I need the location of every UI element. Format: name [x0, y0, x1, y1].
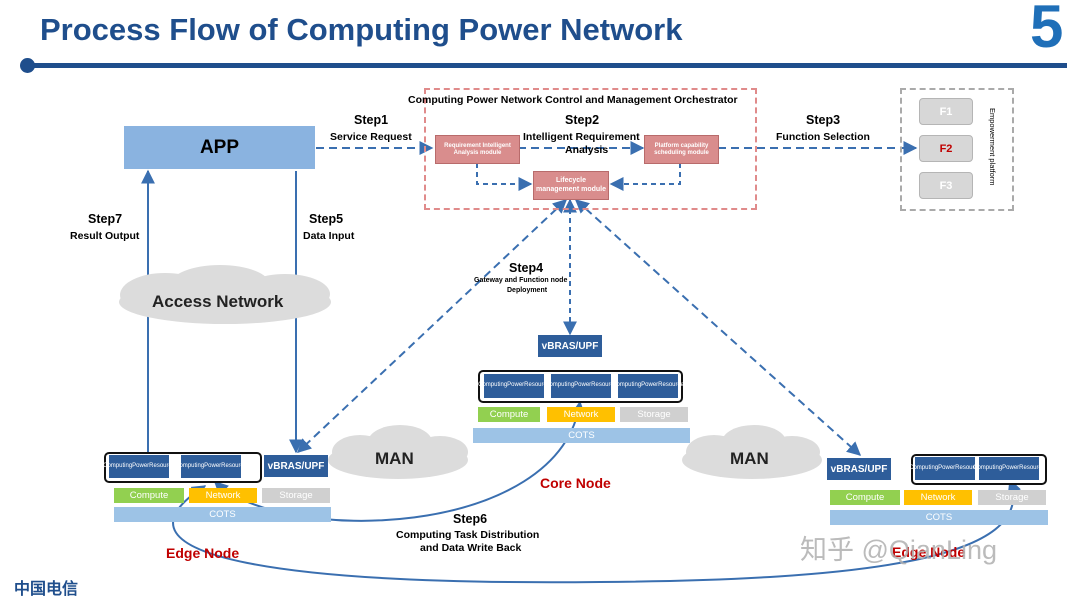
- step5-desc: Data Input: [303, 230, 355, 242]
- right-edge-vbras: vBRAS/UPF: [827, 458, 891, 480]
- step1-desc: Service Request: [330, 131, 412, 143]
- core-network: Network: [547, 407, 615, 422]
- function-f1: F1: [919, 98, 973, 125]
- step4-desc-line1: Gateway and Function node: [474, 277, 568, 284]
- right-edge-node-label: Edge Node: [892, 544, 966, 560]
- step3-label: Step3: [806, 113, 841, 127]
- step7-desc: Result Output: [70, 230, 140, 242]
- right-edge-cots: COTS: [830, 510, 1048, 525]
- access-network-label: Access Network: [152, 292, 284, 311]
- left-edge-vbras: vBRAS/UPF: [264, 455, 328, 477]
- step2-desc-line2: Analysis: [565, 144, 609, 156]
- company-logo: 中国电信: [14, 581, 79, 598]
- step2-label: Step2: [565, 113, 600, 127]
- right-edge-compute: Compute: [830, 490, 900, 505]
- step7-label: Step7: [88, 212, 123, 226]
- function-f3: F3: [919, 172, 973, 199]
- left-edge-cots: COTS: [114, 507, 331, 522]
- man-right-label: MAN: [730, 449, 769, 468]
- requirement-analysis-module: Requirement Intelligent Analysis module: [435, 135, 520, 164]
- arrow-step6-core: [213, 400, 586, 522]
- orchestrator-title: Computing Power Network Control and Mana…: [408, 94, 738, 106]
- arrow-step6-right: [172, 478, 1021, 584]
- lifecycle-management-module: Lifecycle management module: [533, 171, 609, 200]
- step4-desc-line2: Deployment: [507, 287, 548, 294]
- step5-label: Step5: [309, 212, 344, 226]
- title-rule-dot: [20, 58, 35, 73]
- step2-desc-line1: Intelligent Requirement: [523, 131, 640, 143]
- page-title: Process Flow of Computing Power Network: [40, 12, 683, 47]
- step6-desc-line2: and Data Write Back: [420, 542, 522, 554]
- right-edge-storage: Storage: [978, 490, 1046, 505]
- title-rule: [26, 63, 1067, 68]
- app-box: APP: [124, 126, 315, 169]
- step4-label: Step4: [509, 261, 544, 275]
- man-cloud-right: [682, 425, 822, 479]
- core-cots: COTS: [473, 428, 690, 443]
- arrow-step4-right: [574, 199, 862, 456]
- empowerment-platform-box: [900, 88, 1014, 211]
- orchestrator-box: [424, 88, 757, 210]
- man-cloud-left: [328, 425, 468, 479]
- right-edge-network: Network: [904, 490, 972, 505]
- page-number: 5: [1030, 0, 1064, 60]
- arrow-req-lifecycle: [476, 163, 533, 191]
- man-left-label: MAN: [375, 449, 414, 468]
- function-f2: F2: [919, 135, 973, 162]
- core-node-label: Core Node: [540, 475, 611, 491]
- empowerment-platform-label: Empowerment platform: [988, 108, 997, 186]
- left-edge-node-label: Edge Node: [166, 545, 240, 561]
- left-edge-storage: Storage: [262, 488, 330, 503]
- arrow-sched-lifecycle: [609, 163, 681, 191]
- platform-scheduling-module: Platform capability scheduling module: [644, 135, 719, 164]
- watermark: 知乎 @QianLing: [800, 535, 997, 565]
- step1-label: Step1: [354, 113, 389, 127]
- access-network-cloud: [119, 265, 331, 324]
- core-storage: Storage: [620, 407, 688, 422]
- left-edge-compute: Compute: [114, 488, 184, 503]
- step3-desc: Function Selection: [776, 131, 870, 143]
- left-edge-network: Network: [189, 488, 257, 503]
- step6-desc-line1: Computing Task Distribution: [396, 529, 540, 541]
- core-compute: Compute: [478, 407, 540, 422]
- step6-label: Step6: [453, 512, 488, 526]
- core-vbras: vBRAS/UPF: [538, 335, 602, 357]
